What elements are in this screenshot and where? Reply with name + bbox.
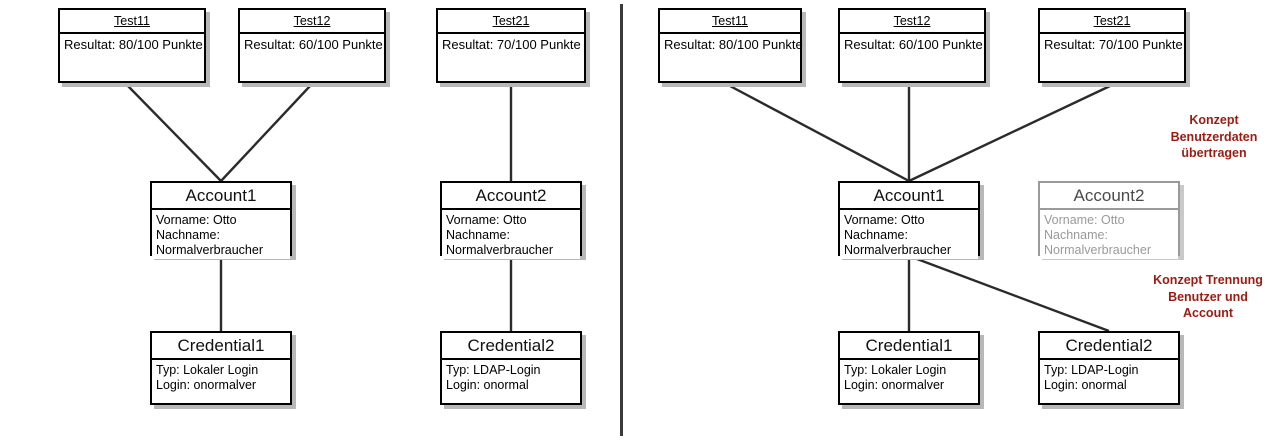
- object-attributes-left-test12: Resultat: 60/100 Punkte: [240, 34, 384, 55]
- attribute-row: Vorname: Otto: [156, 213, 237, 227]
- attribute-row: Resultat: 60/100 Punkte: [844, 37, 983, 52]
- attribute-row: Resultat: 80/100 Punkte: [64, 37, 203, 52]
- association-link-l-t11-acc1: [127, 85, 222, 182]
- attribute-row: Normalverbraucher: [446, 242, 553, 257]
- object-name-left-credential2: Credential2: [442, 333, 580, 360]
- object-attributes-right-test21: Resultat: 70/100 Punkte: [1040, 34, 1184, 55]
- object-name-left-account1: Account1: [152, 183, 290, 210]
- object-name-left-account2: Account2: [442, 183, 580, 210]
- attribute-row: Login: onormalver: [156, 377, 257, 392]
- object-name-left-test11: Test11: [60, 10, 204, 34]
- attribute-row: Typ: LDAP-Login: [446, 363, 541, 377]
- attribute-row: Nachname:: [156, 227, 220, 242]
- object-name-right-credential1: Credential1: [840, 333, 978, 360]
- object-name-right-credential2: Credential2: [1040, 333, 1178, 360]
- attribute-row: Login: onormalver: [844, 377, 945, 392]
- object-name-left-test21: Test21: [438, 10, 584, 34]
- object-name-left-test12: Test12: [240, 10, 384, 34]
- object-name-left-credential1: Credential1: [152, 333, 290, 360]
- association-link-l-t12-acc1: [220, 85, 311, 182]
- attribute-row: Vorname: Otto: [844, 213, 925, 227]
- attribute-row: Nachname:: [844, 227, 908, 242]
- object-attributes-left-test21: Resultat: 70/100 Punkte: [438, 34, 584, 55]
- attribute-row: Typ: Lokaler Login: [844, 363, 947, 377]
- attribute-row: Resultat: 80/100 Punkte: [664, 37, 803, 52]
- annotation-line: übertragen: [1181, 146, 1247, 160]
- attribute-row: Vorname: Otto: [446, 213, 527, 227]
- attribute-row: Vorname: Otto: [1044, 213, 1125, 227]
- annotation-line: Konzept Trennung: [1153, 273, 1263, 287]
- object-attributes-right-test12: Resultat: 60/100 Punkte: [840, 34, 984, 55]
- annotation-line: Konzept: [1189, 113, 1239, 127]
- annotation-line: Account: [1183, 306, 1233, 320]
- object-attributes-left-test11: Resultat: 80/100 Punkte: [60, 34, 204, 55]
- annotation-line: Benutzerdaten: [1170, 129, 1258, 144]
- annotation-line: Benutzer und: [1168, 289, 1248, 304]
- association-link-r-t11-acc1: [729, 84, 910, 183]
- panel-divider: [620, 4, 623, 436]
- attribute-row: Nachname:: [446, 227, 510, 242]
- attribute-row: Resultat: 60/100 Punkte: [244, 37, 383, 52]
- attribute-row: Resultat: 70/100 Punkte: [442, 37, 581, 52]
- object-name-right-account1: Account1: [840, 183, 978, 210]
- attribute-row: Resultat: 70/100 Punkte: [1044, 37, 1183, 52]
- attribute-row: Normalverbraucher: [156, 242, 263, 257]
- attribute-row: Typ: Lokaler Login: [156, 363, 259, 377]
- object-attributes-right-test11: Resultat: 80/100 Punkte: [660, 34, 803, 55]
- object-name-right-account2: Account2: [1040, 183, 1178, 210]
- attribute-row: Typ: LDAP-Login: [1044, 363, 1139, 377]
- association-link-r-acc1-cred2: [908, 254, 1110, 333]
- association-link-r-t21-acc1: [908, 84, 1111, 183]
- attribute-row: Normalverbraucher: [1044, 242, 1151, 257]
- object-name-right-test12: Test12: [840, 10, 984, 34]
- object-name-right-test11: Test11: [660, 10, 800, 34]
- object-name-right-test21: Test21: [1040, 10, 1184, 34]
- attribute-row: Nachname:: [1044, 227, 1108, 242]
- attribute-row: Login: onormal: [446, 377, 529, 392]
- attribute-row: Login: onormal: [1044, 377, 1127, 392]
- attribute-row: Normalverbraucher: [844, 242, 951, 257]
